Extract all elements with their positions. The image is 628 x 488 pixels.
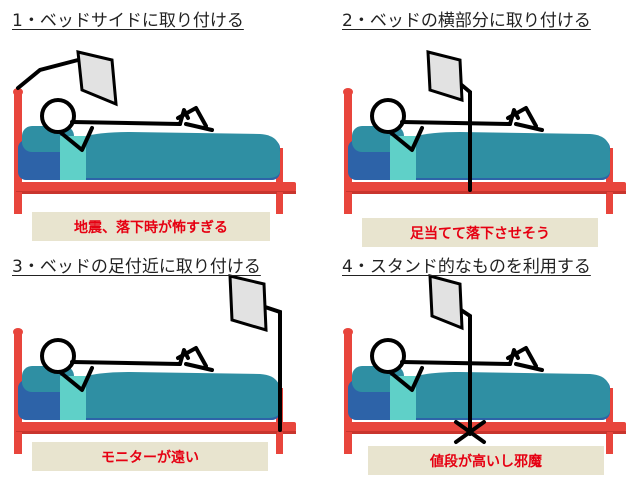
monitor-icon — [230, 276, 266, 330]
panel-4: 4・スタンド的なものを利用する 値段が高いし邪魔 — [330, 246, 628, 488]
panel-2: 2・ベッドの横部分に取り付ける 足当てて落下させそう — [330, 0, 628, 242]
monitor-arm — [18, 60, 78, 88]
panel-title: 3・ベッドの足付近に取り付ける — [12, 252, 261, 277]
panel-title: 2・ベッドの横部分に取り付ける — [342, 6, 591, 31]
monitor-icon — [430, 276, 462, 328]
panel-note: モニターが遠い — [32, 442, 268, 471]
panel-note: 地震、落下時が怖すぎる — [32, 212, 270, 241]
bed-illustration — [0, 0, 314, 242]
panel-title: 1・ベッドサイドに取り付ける — [12, 6, 244, 31]
panel-title: 4・スタンド的なものを利用する — [342, 252, 591, 277]
bed-illustration — [330, 0, 628, 242]
panel-note: 値段が高いし邪魔 — [368, 446, 604, 475]
panel-1: 1・ベッドサイドに取り付ける 地震、落下時が怖すぎる — [0, 0, 314, 242]
panel-3: 3・ベッドの足付近に取り付ける モニターが遠い — [0, 246, 314, 488]
monitor-icon — [428, 52, 462, 100]
panel-note: 足当てて落下させそう — [362, 218, 598, 247]
monitor-icon — [78, 52, 116, 104]
